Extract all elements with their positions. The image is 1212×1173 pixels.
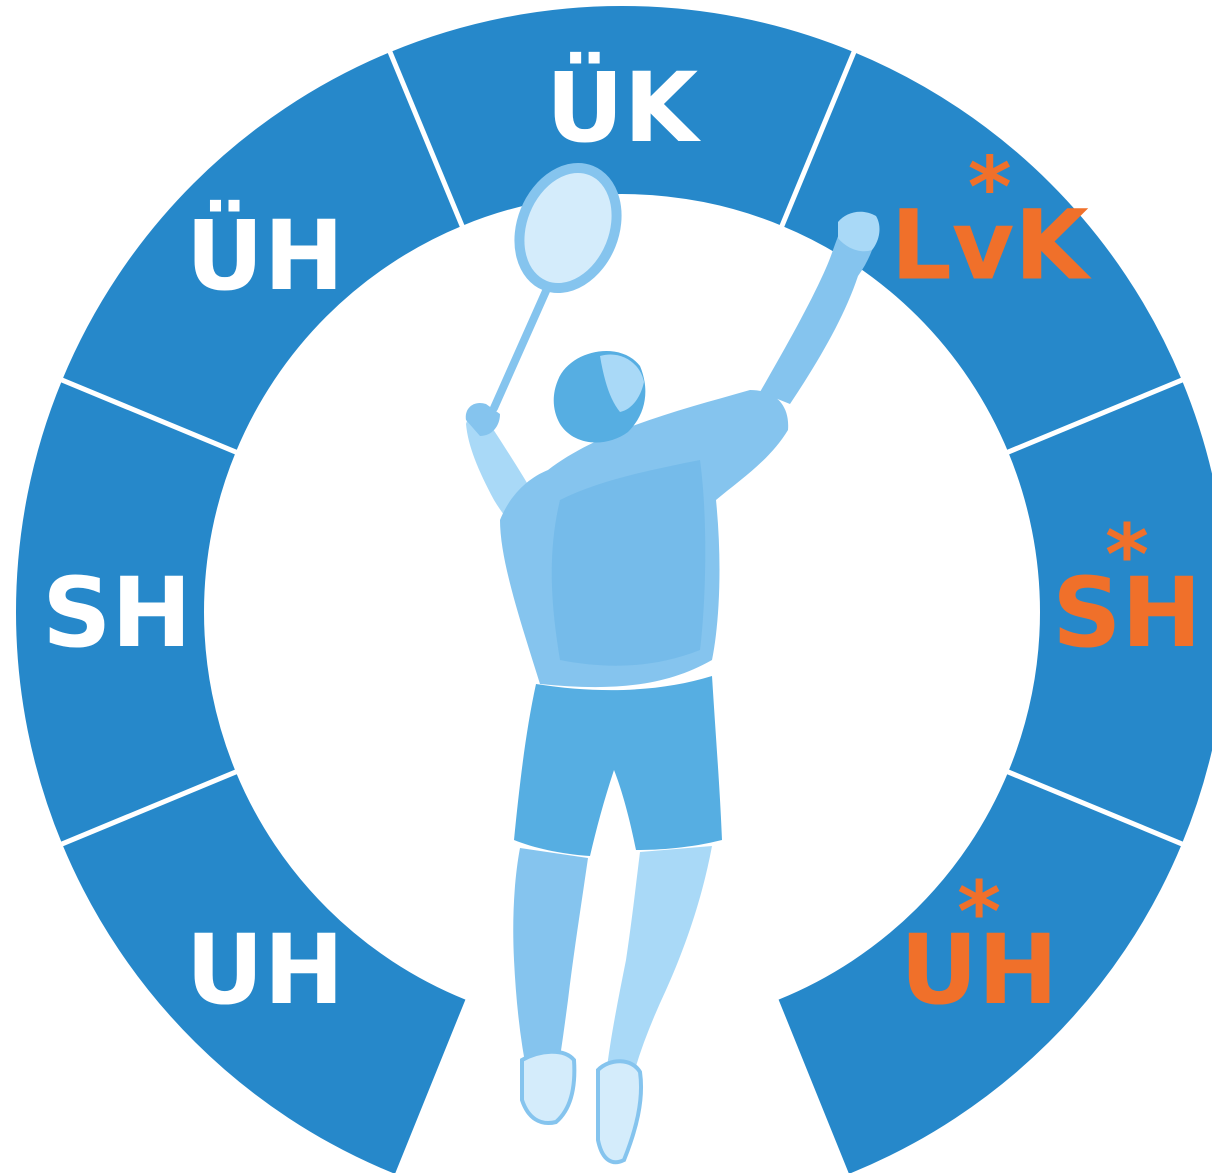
segment-label-uh-left: UH (186, 914, 344, 1026)
badminton-player-illustration (465, 162, 880, 1165)
segment-divider (778, 49, 857, 229)
ring-segment-uk-top (390, 6, 854, 226)
segment-divider (1005, 768, 1185, 847)
racket-icon (490, 162, 622, 412)
segment-divider (1005, 377, 1185, 456)
ring-segment-uh-right (778, 771, 1182, 1173)
segment-label-sh-left: SH (42, 557, 191, 669)
segment-label-uh-right: UH (900, 914, 1058, 1026)
star-icon: * (1105, 506, 1149, 604)
ring-segment-lvk-right (781, 52, 1182, 453)
star-icon: * (957, 863, 1001, 961)
segment-label-sh-right: SH (1052, 557, 1201, 669)
segment-divider (59, 768, 239, 847)
segment-label-lvk-right: LvK (891, 189, 1093, 301)
segment-dividers (59, 49, 1185, 847)
ring-segment-sh-right (1008, 380, 1212, 844)
segment-divider (59, 377, 239, 456)
stroke-ring (15, 6, 1212, 1173)
segment-label-uh-umlaut-left: ÜH (186, 199, 344, 312)
star-icon: * (968, 138, 1012, 236)
ring-segment-uh-left (62, 771, 466, 1173)
ring-segment-sh-left (15, 380, 236, 844)
ring-segment-uh-umlaut-left (62, 52, 463, 453)
segment-label-uk-top: ÜK (546, 51, 702, 164)
segment-divider (387, 49, 466, 229)
